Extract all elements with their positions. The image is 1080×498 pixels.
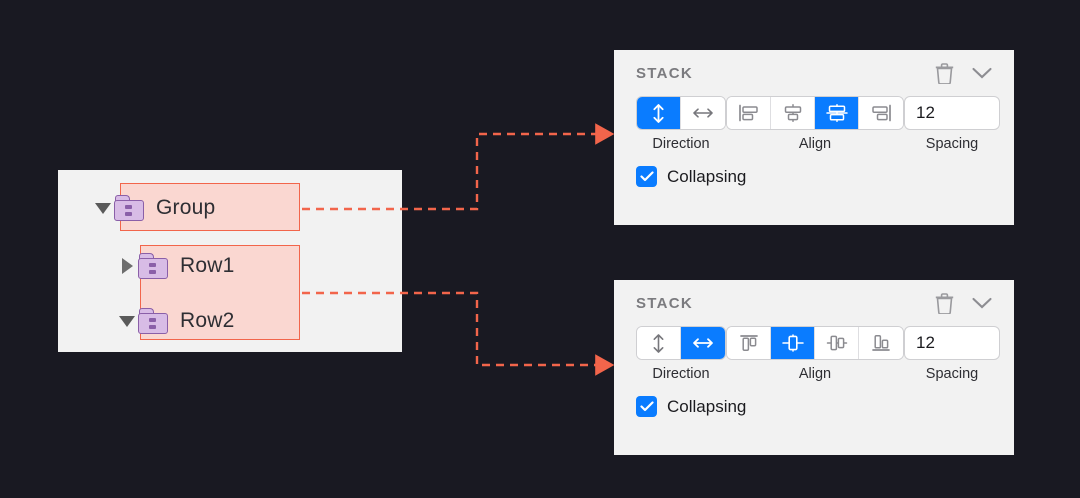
align-segmented[interactable] xyxy=(726,96,904,130)
spacing-caption: Spacing xyxy=(925,366,979,382)
collapsing-row[interactable]: Collapsing xyxy=(614,382,1014,417)
folder-icon xyxy=(138,308,168,334)
direction-caption: Direction xyxy=(652,136,710,152)
align-center-button[interactable] xyxy=(771,97,815,129)
chevron-down-icon[interactable] xyxy=(968,289,996,317)
triangle-right-icon[interactable] xyxy=(116,243,138,289)
stack-panel: STACK Direction xyxy=(614,50,1014,225)
panel-header: STACK xyxy=(614,280,1014,326)
spacing-caption: Spacing xyxy=(925,136,979,152)
align-distribute-vertical-button[interactable] xyxy=(815,327,859,359)
layer-tree-panel: Group Row1 Row2 xyxy=(58,170,402,352)
tree-row-group[interactable]: Group xyxy=(92,185,215,231)
panel-header: STACK xyxy=(614,50,1014,96)
tree-node-label: Row1 xyxy=(180,254,235,277)
folder-icon xyxy=(138,253,168,279)
direction-control: Direction xyxy=(636,96,726,152)
align-caption: Align xyxy=(798,136,832,152)
node-highlight-group xyxy=(120,183,300,231)
triangle-down-icon[interactable] xyxy=(116,298,138,344)
align-middle-button[interactable] xyxy=(771,327,815,359)
spacing-input[interactable]: 12 xyxy=(904,326,1000,360)
spacing-control: 12 Spacing xyxy=(904,96,1000,152)
direction-control: Direction xyxy=(636,326,726,382)
align-right-button[interactable] xyxy=(859,97,903,129)
tree-row-row1[interactable]: Row1 xyxy=(116,243,235,289)
direction-caption: Direction xyxy=(652,366,710,382)
align-control: Align xyxy=(726,96,904,152)
triangle-down-icon[interactable] xyxy=(92,185,114,231)
tree-row-row2[interactable]: Row2 xyxy=(116,298,235,344)
align-segmented[interactable] xyxy=(726,326,904,360)
tree-node-label: Group xyxy=(156,196,216,219)
direction-horizontal-button[interactable] xyxy=(681,327,725,359)
collapsing-label: Collapsing xyxy=(667,396,747,416)
spacing-control: 12 Spacing xyxy=(904,326,1000,382)
collapsing-row[interactable]: Collapsing xyxy=(614,152,1014,187)
align-distribute-button[interactable] xyxy=(815,97,859,129)
align-top-button[interactable] xyxy=(727,327,771,359)
stack-panel: STACK Direction xyxy=(614,280,1014,455)
align-caption: Align xyxy=(798,366,832,382)
tree-node-label: Row2 xyxy=(180,309,235,332)
panel-title: STACK xyxy=(636,64,694,82)
collapsing-checkbox[interactable] xyxy=(636,396,657,417)
align-bottom-button[interactable] xyxy=(859,327,903,359)
collapsing-checkbox[interactable] xyxy=(636,166,657,187)
panel-title: STACK xyxy=(636,294,694,312)
folder-icon xyxy=(114,195,144,221)
align-left-button[interactable] xyxy=(727,97,771,129)
chevron-down-icon[interactable] xyxy=(968,59,996,87)
trash-icon[interactable] xyxy=(930,289,958,317)
collapsing-label: Collapsing xyxy=(667,166,747,186)
direction-vertical-button[interactable] xyxy=(637,97,681,129)
direction-segmented[interactable] xyxy=(636,326,726,360)
direction-vertical-button[interactable] xyxy=(637,327,681,359)
align-control: Align xyxy=(726,326,904,382)
spacing-input[interactable]: 12 xyxy=(904,96,1000,130)
direction-segmented[interactable] xyxy=(636,96,726,130)
direction-horizontal-button[interactable] xyxy=(681,97,725,129)
trash-icon[interactable] xyxy=(930,59,958,87)
